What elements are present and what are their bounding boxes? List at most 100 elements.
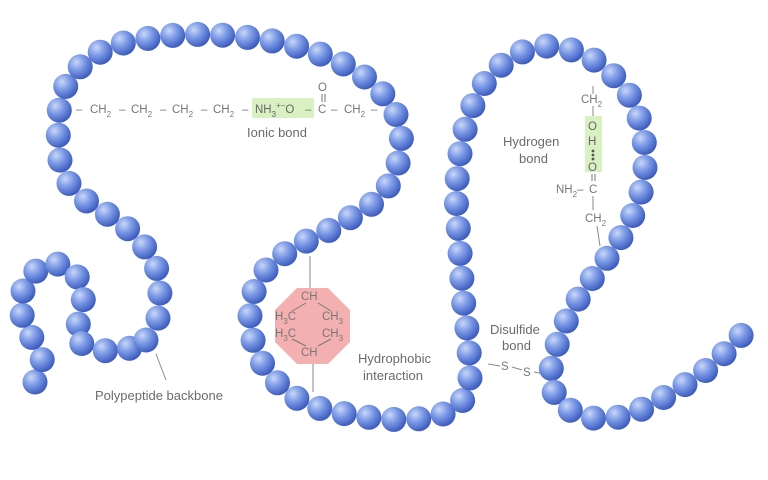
amino-acid-bead bbox=[451, 290, 477, 316]
amino-acid-bead bbox=[259, 28, 285, 54]
chain-ch2-d: CH2 bbox=[213, 104, 235, 119]
amino-acid-bead bbox=[581, 47, 607, 73]
amino-acid-bead bbox=[65, 311, 91, 337]
ionic-bond-label: Ionic bond bbox=[247, 125, 307, 140]
amino-acid-bead bbox=[558, 37, 584, 63]
amino-acid-bead bbox=[210, 22, 236, 48]
amino-acid-bead bbox=[160, 22, 186, 48]
amino-acid-bead bbox=[565, 286, 591, 312]
hydrophobic-ch3-1: CH3 bbox=[322, 311, 344, 326]
amino-acid-bead bbox=[253, 257, 279, 283]
amino-acid-bead bbox=[553, 308, 579, 334]
ammonium-group: NH3+−O bbox=[255, 101, 294, 119]
amino-acid-bead bbox=[250, 350, 275, 376]
chain-dash-3: – bbox=[160, 104, 167, 116]
amino-acid-bead bbox=[47, 147, 73, 173]
disulfide-group: S S Disulfide bond bbox=[490, 322, 540, 379]
disulfide-line-left bbox=[487, 363, 501, 367]
chain-dash-5: – bbox=[242, 104, 249, 116]
hydrogen-bond-label-line1: Hydrogen bbox=[503, 134, 559, 149]
connector-lines bbox=[155, 86, 601, 392]
amino-acid-bead bbox=[94, 201, 120, 227]
amino-acid-bead bbox=[46, 97, 72, 123]
amino-acid-bead bbox=[45, 122, 71, 148]
disulfide-s1: S bbox=[501, 361, 509, 373]
amino-acid-bead bbox=[616, 82, 642, 108]
amino-acid-bead bbox=[471, 71, 497, 96]
amino-acid-bead bbox=[629, 396, 655, 422]
hydrophobic-h3c-1: H3C bbox=[275, 311, 296, 326]
amino-acid-bead bbox=[330, 51, 356, 77]
amino-acid-bead bbox=[385, 150, 411, 176]
backbone-leader-line bbox=[155, 353, 167, 381]
amino-acid-bead bbox=[241, 279, 267, 304]
amino-acid-bead bbox=[284, 33, 310, 59]
amino-acid-bead bbox=[728, 322, 754, 348]
hydrophobic-h3c-2: H3C bbox=[275, 328, 296, 343]
amino-acid-bead bbox=[605, 404, 631, 430]
chain-ch2-e: CH2 bbox=[344, 104, 366, 119]
ionic-bond-group: – CH2 – CH2 – CH2 – CH2 – NH3+−O – C O –… bbox=[76, 82, 378, 140]
amino-acid-bead bbox=[56, 170, 82, 196]
hydrophobic-octagon bbox=[275, 288, 350, 364]
amino-acid-bead bbox=[352, 64, 377, 90]
amino-acid-bead bbox=[444, 166, 470, 192]
amino-acid-bead bbox=[307, 395, 333, 421]
amino-acid-bead bbox=[29, 347, 55, 373]
amino-acid-bead bbox=[488, 52, 514, 78]
amino-acid-bead bbox=[265, 370, 290, 396]
amino-acid-bead bbox=[452, 116, 478, 142]
hbond-o-lower: O bbox=[588, 162, 597, 174]
amino-acid-bead bbox=[711, 341, 737, 367]
hydrophobic-ch-top: CH bbox=[301, 291, 318, 303]
amino-acid-bead bbox=[135, 25, 161, 51]
amino-acid-bead bbox=[628, 179, 654, 205]
amino-acid-bead bbox=[449, 265, 475, 291]
chain-ch2-c: CH2 bbox=[172, 104, 194, 119]
hbond-highlight bbox=[585, 116, 602, 172]
chain-ch2-a: CH2 bbox=[90, 104, 112, 119]
hydrophobic-group: CH H3C CH3 H3C CH3 CH Hydrophobic intera… bbox=[275, 288, 431, 383]
amino-acid-bead bbox=[284, 385, 310, 411]
amino-acid-bead bbox=[454, 315, 480, 341]
amino-acid-bead bbox=[370, 81, 396, 107]
amino-acid-bead bbox=[544, 331, 570, 357]
disulfide-line-mid bbox=[511, 366, 523, 371]
hbond-amide: NH2– bbox=[556, 184, 584, 199]
hbond-h: H bbox=[588, 136, 596, 148]
amino-acid-bead bbox=[67, 54, 93, 80]
amino-acid-bead bbox=[69, 331, 95, 356]
hydrogen-bond-group: CH2 O H O NH2– C CH2 Hydrogen bond bbox=[503, 94, 607, 228]
amino-acid-bead bbox=[19, 324, 45, 350]
amino-acid-bead bbox=[331, 401, 357, 427]
hbond-ch2-bottom: CH2 bbox=[585, 213, 607, 228]
amino-acid-bead bbox=[450, 388, 476, 413]
amino-acid-bead bbox=[620, 203, 646, 228]
hydrophobic-ch3-2: CH3 bbox=[322, 328, 344, 343]
amino-acid-bead bbox=[430, 401, 456, 427]
amino-acid-bead bbox=[87, 39, 113, 65]
amino-acid-bead bbox=[293, 228, 319, 254]
amino-acid-bead bbox=[601, 63, 627, 89]
amino-acid-bead bbox=[626, 105, 652, 131]
carbonyl-oxygen: O bbox=[318, 82, 327, 94]
carboxyl-carbon: C bbox=[318, 104, 326, 116]
disulfide-s2: S bbox=[523, 367, 531, 379]
amino-acid-bead bbox=[557, 397, 583, 423]
amino-acid-bead bbox=[581, 405, 606, 431]
hbond-o: O bbox=[588, 121, 597, 133]
disulfide-label-line1: Disulfide bbox=[490, 322, 540, 337]
amino-acid-bead bbox=[608, 225, 634, 251]
amino-acid-bead bbox=[375, 173, 401, 199]
amino-acid-bead bbox=[447, 141, 473, 167]
hbond-bottom-line bbox=[596, 225, 601, 247]
amino-acid-bead bbox=[10, 278, 36, 304]
amino-acid-bead bbox=[406, 406, 432, 432]
ionic-highlight bbox=[252, 98, 314, 118]
amino-acid-bead bbox=[383, 102, 409, 127]
amino-acid-bead bbox=[445, 215, 471, 241]
chain-dash-6: – bbox=[305, 104, 312, 116]
amino-acid-bead bbox=[70, 287, 96, 313]
amino-acid-bead bbox=[272, 241, 298, 267]
